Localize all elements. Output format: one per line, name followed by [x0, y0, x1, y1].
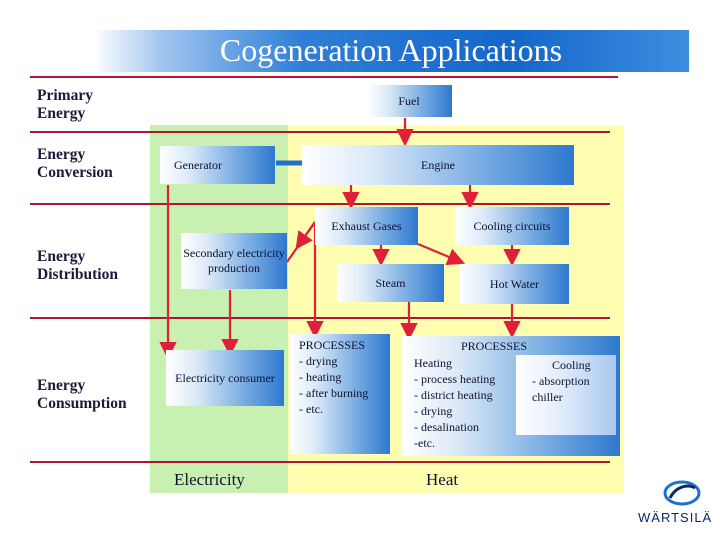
heating-title: Heating [414, 356, 452, 370]
secondary-electricity-box: Secondary electricity production [181, 233, 287, 289]
heating-item: - district heating [414, 388, 493, 402]
processes-left-title: PROCESSES [299, 338, 366, 352]
processes-left-item: - etc. [299, 402, 323, 416]
cooling-item: chiller [532, 390, 563, 404]
generator-box: Generator [160, 146, 275, 184]
wartsila-logo-icon [663, 480, 701, 506]
electricity-zone [150, 125, 288, 493]
processes-left-box: PROCESSES - drying - heating - after bur… [290, 334, 390, 454]
processes-left-item: - drying [299, 354, 338, 368]
heating-item: - process heating [414, 372, 496, 386]
hot-water-box: Hot Water [460, 264, 569, 304]
processes-left-item: - heating [299, 370, 342, 384]
heating-item: - drying [414, 404, 453, 418]
row-label-energy-conversion: Energy Conversion [37, 146, 113, 181]
fuel-box: Fuel [366, 85, 452, 117]
row-label-primary-energy: Primary Energy [37, 87, 93, 122]
heating-item: - desalination [414, 420, 479, 434]
divider-top [30, 76, 618, 78]
cooling-item: - absorption [532, 374, 590, 388]
heating-item: -etc. [414, 436, 435, 450]
divider-distribution [30, 203, 610, 205]
electricity-consumer-box: Electricity consumer [166, 350, 284, 406]
cooling-title: Cooling [552, 358, 591, 372]
heat-output-label: Heat [426, 470, 459, 489]
arrow-exhaust-to-hotwater [417, 242, 466, 266]
electricity-output-label: Electricity [174, 470, 245, 489]
row-label-energy-distribution: Energy Distribution [37, 248, 118, 283]
row-label-energy-consumption: Energy Consumption [37, 377, 127, 412]
divider-consumption [30, 317, 610, 319]
cooling-circuits-box: Cooling circuits [455, 207, 569, 245]
engine-box: Engine [302, 145, 574, 185]
cooling-subbox: Cooling - absorption chiller [516, 355, 616, 435]
steam-box: Steam [337, 264, 444, 302]
divider-conversion [30, 131, 610, 133]
divider-bottom [30, 461, 610, 463]
heating-list: Heating - process heating - district hea… [414, 355, 495, 451]
page-title: Cogeneration Applications [93, 30, 689, 72]
processes-right-title: PROCESSES [461, 339, 528, 353]
arrow-exhaust-to-secondary [295, 221, 316, 250]
exhaust-gases-box: Exhaust Gases [315, 207, 418, 245]
wartsila-logo-text: WÄRTSILÄ [638, 510, 713, 525]
processes-left-item: - after burning [299, 386, 369, 400]
